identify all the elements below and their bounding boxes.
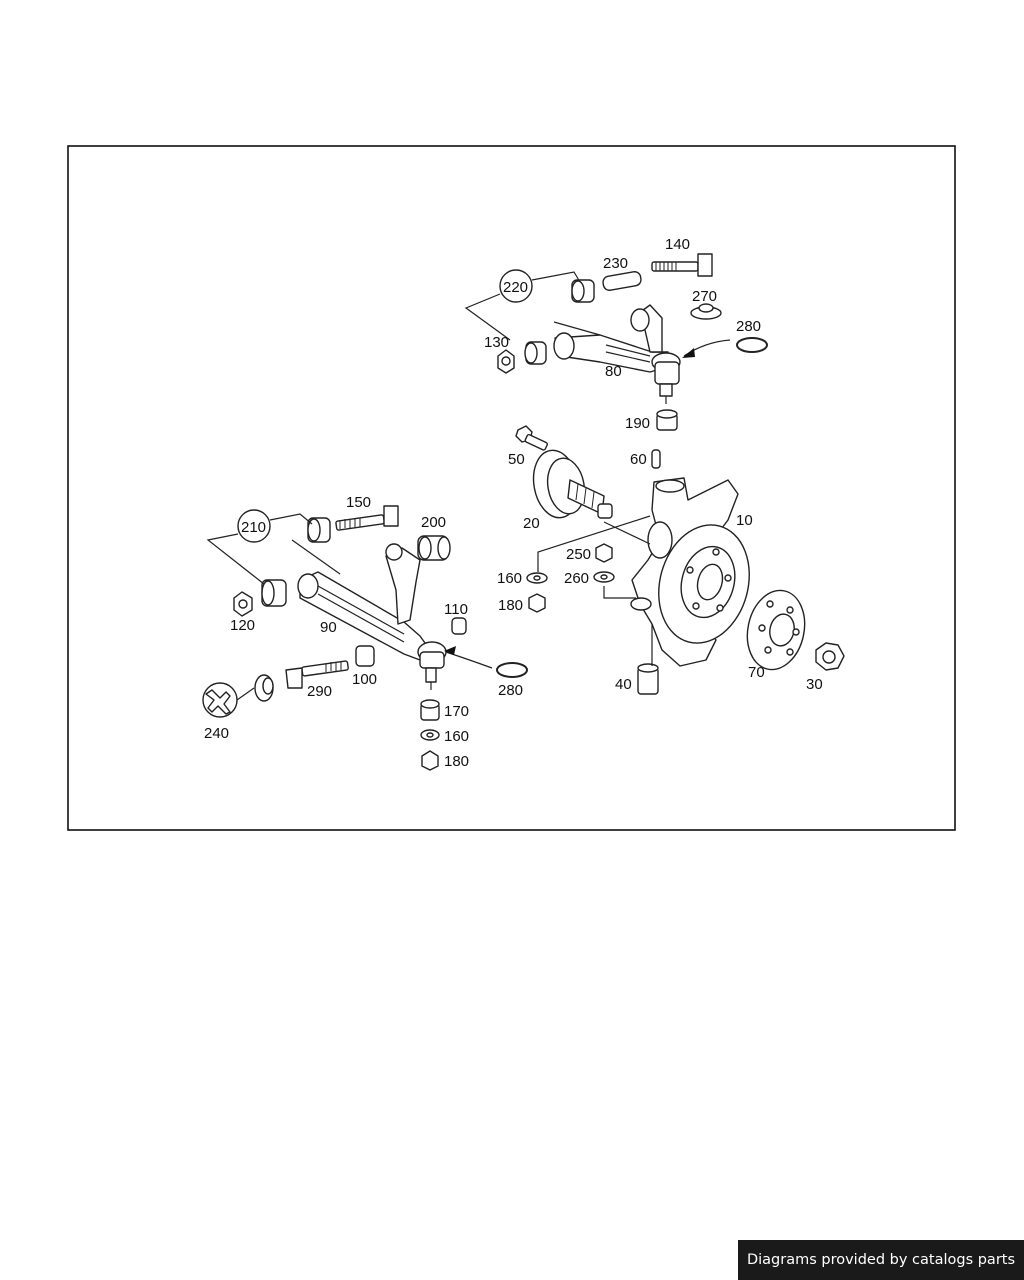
bushing-220-upper xyxy=(571,279,595,303)
bolt-140 xyxy=(651,253,713,277)
label-20: 20 xyxy=(523,515,540,532)
bushing-190 xyxy=(656,409,678,431)
label-220: 220 xyxy=(503,279,528,296)
ring-280-lower xyxy=(496,662,528,678)
label-50: 50 xyxy=(508,451,525,468)
bolt-50 xyxy=(515,425,548,451)
arrow-lower-head xyxy=(444,646,456,655)
callout-circle-220 xyxy=(499,269,533,303)
eccentric-washer-240 xyxy=(254,674,274,702)
label-200: 200 xyxy=(421,514,446,531)
label-140: 140 xyxy=(665,236,690,253)
ring-280-upper xyxy=(736,337,768,353)
footer-banner: Diagrams provided by catalogs parts xyxy=(738,1240,1024,1280)
drive-shaft-20 xyxy=(532,449,613,519)
bushing-200 xyxy=(417,535,451,561)
label-180-upper: 180 xyxy=(498,597,523,614)
washer-260 xyxy=(593,571,615,583)
label-70: 70 xyxy=(748,664,765,681)
bushing-210-lower xyxy=(261,579,287,607)
bushing-170 xyxy=(420,699,440,721)
cap-270 xyxy=(690,303,722,320)
diagram-frame xyxy=(67,145,956,831)
bolt-150 xyxy=(335,505,399,531)
label-150: 150 xyxy=(346,494,371,511)
lower-control-arm xyxy=(297,543,447,690)
label-60: 60 xyxy=(630,451,647,468)
axle-nut-30 xyxy=(815,642,845,671)
label-280-lower: 280 xyxy=(498,682,523,699)
nut-250 xyxy=(595,543,613,563)
label-210: 210 xyxy=(241,519,266,536)
label-170: 170 xyxy=(444,703,469,720)
label-180-lower: 180 xyxy=(444,753,469,770)
label-160-upper: 160 xyxy=(497,570,522,587)
bolt-290 xyxy=(285,660,349,689)
label-30: 30 xyxy=(806,676,823,693)
arrow-upper-head xyxy=(682,348,695,358)
bushing-210-upper xyxy=(307,517,331,543)
label-160-lower: 160 xyxy=(444,728,469,745)
label-270: 270 xyxy=(692,288,717,305)
label-240: 240 xyxy=(204,725,229,742)
label-100: 100 xyxy=(352,671,377,688)
bushing-220-lower xyxy=(524,341,547,365)
label-10: 10 xyxy=(736,512,753,529)
washer-160-lower xyxy=(420,729,440,741)
pin-60 xyxy=(651,449,661,469)
washer-160-upper xyxy=(526,572,548,584)
callout-circle-210 xyxy=(237,509,271,543)
leader-knuckle-links xyxy=(537,515,653,666)
label-290: 290 xyxy=(307,683,332,700)
label-40: 40 xyxy=(615,676,632,693)
label-250: 250 xyxy=(566,546,591,563)
bushing-100 xyxy=(355,645,375,667)
upper-control-arm xyxy=(553,304,681,404)
bushing-110 xyxy=(451,617,467,635)
label-90: 90 xyxy=(320,619,337,636)
wheel-hub-70 xyxy=(746,589,806,671)
label-280-upper: 280 xyxy=(736,318,761,335)
label-80: 80 xyxy=(605,363,622,380)
leader-220 xyxy=(464,271,601,341)
wrench-icon xyxy=(202,682,255,718)
nut-120 xyxy=(233,591,253,617)
brake-disc xyxy=(658,524,750,644)
nut-130 xyxy=(497,349,515,374)
label-130: 130 xyxy=(484,334,509,351)
label-190: 190 xyxy=(625,415,650,432)
bushing-40 xyxy=(637,663,659,695)
nut-180-upper xyxy=(528,593,546,613)
nut-180-lower xyxy=(421,750,439,771)
sleeve-230 xyxy=(602,271,642,291)
label-110: 110 xyxy=(444,601,468,618)
label-260: 260 xyxy=(564,570,589,587)
leader-210 xyxy=(206,513,341,585)
label-230: 230 xyxy=(603,255,628,272)
label-120: 120 xyxy=(230,617,255,634)
